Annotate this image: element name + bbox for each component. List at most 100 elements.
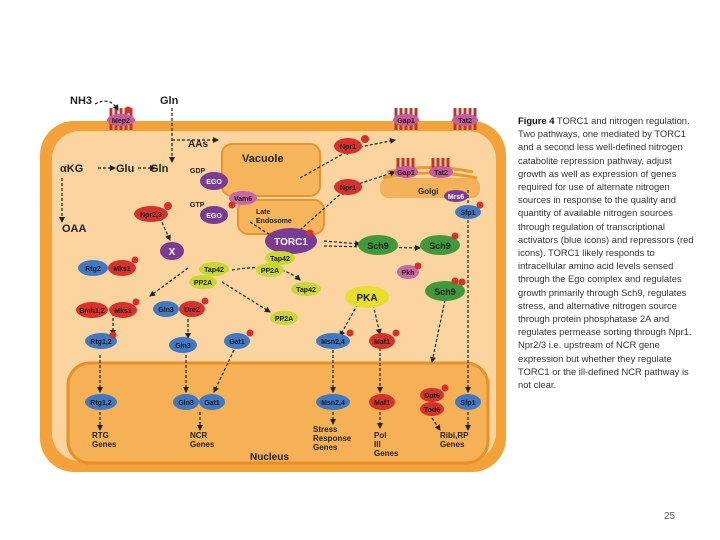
msn24-nuclear-protein: Msn2,4 bbox=[316, 394, 350, 410]
svg-text:Maf1: Maf1 bbox=[374, 339, 390, 346]
gln-label: Gln bbox=[150, 163, 169, 175]
svg-text:Npr1: Npr1 bbox=[340, 144, 356, 151]
rtg12-cyto-protein: Rtg1,2 bbox=[85, 333, 117, 349]
svg-text:Gap1: Gap1 bbox=[397, 170, 415, 177]
pp2a-b-protein: PP2A bbox=[256, 263, 284, 277]
maf1-cyto-protein: Maf1 bbox=[369, 333, 395, 349]
svg-text:Sch9: Sch9 bbox=[434, 287, 456, 297]
svg-text:Gap1: Gap1 bbox=[397, 118, 415, 125]
svg-text:Tod6: Tod6 bbox=[424, 407, 440, 414]
mrs6-protein: Mrs6 bbox=[444, 190, 468, 202]
gap1-golgi-protein: Gap1 bbox=[394, 166, 418, 178]
tap42-a-protein: Tap42 bbox=[199, 262, 229, 276]
svg-text:Mrs6: Mrs6 bbox=[448, 194, 464, 201]
oaa-label: OAA bbox=[62, 223, 87, 235]
svg-text:Tat2: Tat2 bbox=[458, 118, 472, 125]
gat1-nuclear-protein: Gat1 bbox=[199, 394, 225, 410]
svg-text:Mep2: Mep2 bbox=[112, 118, 130, 125]
torc1-complex: TORC1 bbox=[265, 228, 317, 254]
mep2-protein: Mep2 bbox=[107, 114, 135, 126]
vam6-protein: Vam6 bbox=[229, 191, 257, 205]
late-endosome bbox=[237, 199, 325, 235]
svg-text:Gat1: Gat1 bbox=[204, 400, 220, 407]
svg-text:Sfp1: Sfp1 bbox=[460, 210, 475, 217]
svg-text:Tap42: Tap42 bbox=[270, 256, 290, 263]
svg-text:Maf1: Maf1 bbox=[374, 400, 390, 407]
svg-text:PP2A: PP2A bbox=[261, 268, 279, 275]
gln3-nuclear-protein: Gln3 bbox=[173, 394, 199, 410]
vacuole-label: Vacuole bbox=[242, 153, 284, 165]
svg-text:Rtg1,2: Rtg1,2 bbox=[90, 400, 112, 407]
svg-text:Msn2,4: Msn2,4 bbox=[321, 400, 345, 407]
aas-label: AAs bbox=[188, 139, 208, 150]
tat2-golgi-protein: Tat2 bbox=[429, 166, 453, 178]
svg-text:EGO: EGO bbox=[206, 213, 222, 220]
npr1-b-protein: Npr1 bbox=[334, 179, 362, 195]
svg-text:Bmh1,2: Bmh1,2 bbox=[79, 308, 104, 315]
mks1-b-protein: Mks1 bbox=[109, 302, 137, 318]
npr23-protein: Npr2,3 bbox=[134, 206, 168, 222]
sfp1-top-protein: Sfp1 bbox=[455, 205, 481, 219]
maf1-nuclear-protein: Maf1 bbox=[369, 394, 395, 410]
svg-text:Rtg1,2: Rtg1,2 bbox=[90, 339, 112, 346]
gtp-label: GTP bbox=[190, 202, 205, 209]
akg-label: αKG bbox=[60, 163, 83, 175]
tat2-top-protein: Tat2 bbox=[452, 114, 478, 126]
tap42-c-protein: Tap42 bbox=[291, 282, 321, 296]
svg-text:Pkh: Pkh bbox=[402, 270, 415, 277]
compartment-labels: NH3 Gln AAs αKG Glu Gln OAA Vacuole GDP … bbox=[60, 95, 469, 463]
nh3-label: NH3 bbox=[70, 95, 92, 107]
caption-text: TORC1 and nitrogen regulation. Two pathw… bbox=[518, 115, 694, 391]
svg-text:Tap42: Tap42 bbox=[296, 287, 316, 294]
nucleus-label: Nucleus bbox=[250, 452, 289, 463]
bmh12-protein: Bmh1,2 bbox=[76, 302, 108, 318]
svg-text:Rtg2: Rtg2 bbox=[85, 266, 101, 273]
svg-text:Tap42: Tap42 bbox=[204, 267, 224, 274]
dot6-protein: Dot6 bbox=[420, 388, 444, 402]
svg-text:PP2A: PP2A bbox=[275, 316, 293, 323]
glu-label: Glu bbox=[116, 163, 134, 175]
gln3-a-protein: Gln3 bbox=[153, 301, 179, 317]
vacuole bbox=[221, 143, 321, 197]
mks1-a-protein: Mks1 bbox=[108, 260, 136, 276]
svg-text:Gln3: Gln3 bbox=[175, 343, 191, 350]
svg-text:Gat1: Gat1 bbox=[229, 339, 245, 346]
protein-nodes: Mep2 Gap1 Tat2 Npr1 Npr1 Gap1 Tat2 EGO E… bbox=[76, 114, 481, 416]
svg-text:PP2A: PP2A bbox=[194, 280, 212, 287]
pp2a-a-protein: PP2A bbox=[189, 275, 217, 289]
figure-caption: Figure 4 TORC1 and nitrogen regulation. … bbox=[518, 114, 696, 391]
svg-text:Msn2,4: Msn2,4 bbox=[321, 339, 345, 346]
msn24-cyto-protein: Msn2,4 bbox=[316, 333, 350, 349]
npr1-a-protein: Npr1 bbox=[334, 138, 362, 154]
gln3-cyto-protein: Gln3 bbox=[169, 337, 197, 353]
svg-text:Dot6: Dot6 bbox=[424, 393, 440, 400]
tap42-b-protein: Tap42 bbox=[265, 251, 295, 265]
gln-extracellular-label: Gln bbox=[160, 95, 179, 107]
svg-text:Npr1: Npr1 bbox=[340, 185, 356, 192]
pkh-protein: Pkh bbox=[397, 265, 419, 279]
ure2-protein: Ure2 bbox=[179, 301, 205, 317]
svg-text:Sfp1: Sfp1 bbox=[460, 400, 475, 407]
svg-text:Tat2: Tat2 bbox=[434, 170, 448, 177]
svg-text:PKA: PKA bbox=[356, 293, 377, 304]
gap1-top-protein: Gap1 bbox=[393, 114, 419, 126]
svg-text:Gln3: Gln3 bbox=[158, 307, 174, 314]
nucleus-compartment bbox=[66, 361, 490, 465]
gat1-cyto-protein: Gat1 bbox=[224, 333, 250, 349]
svg-text:Mks1: Mks1 bbox=[113, 266, 131, 273]
pka-protein: PKA bbox=[345, 286, 389, 308]
x-protein: X bbox=[160, 242, 184, 260]
ego-gdp-protein: EGO bbox=[200, 172, 228, 190]
sch9-b-protein: Sch9 bbox=[420, 235, 460, 255]
svg-text:Mks1: Mks1 bbox=[114, 308, 132, 315]
svg-text:EGO: EGO bbox=[206, 179, 222, 186]
tod6-protein: Tod6 bbox=[420, 402, 444, 416]
sch9-c-protein: Sch9 bbox=[425, 281, 465, 301]
sfp1-nuclear-protein: Sfp1 bbox=[455, 394, 481, 410]
